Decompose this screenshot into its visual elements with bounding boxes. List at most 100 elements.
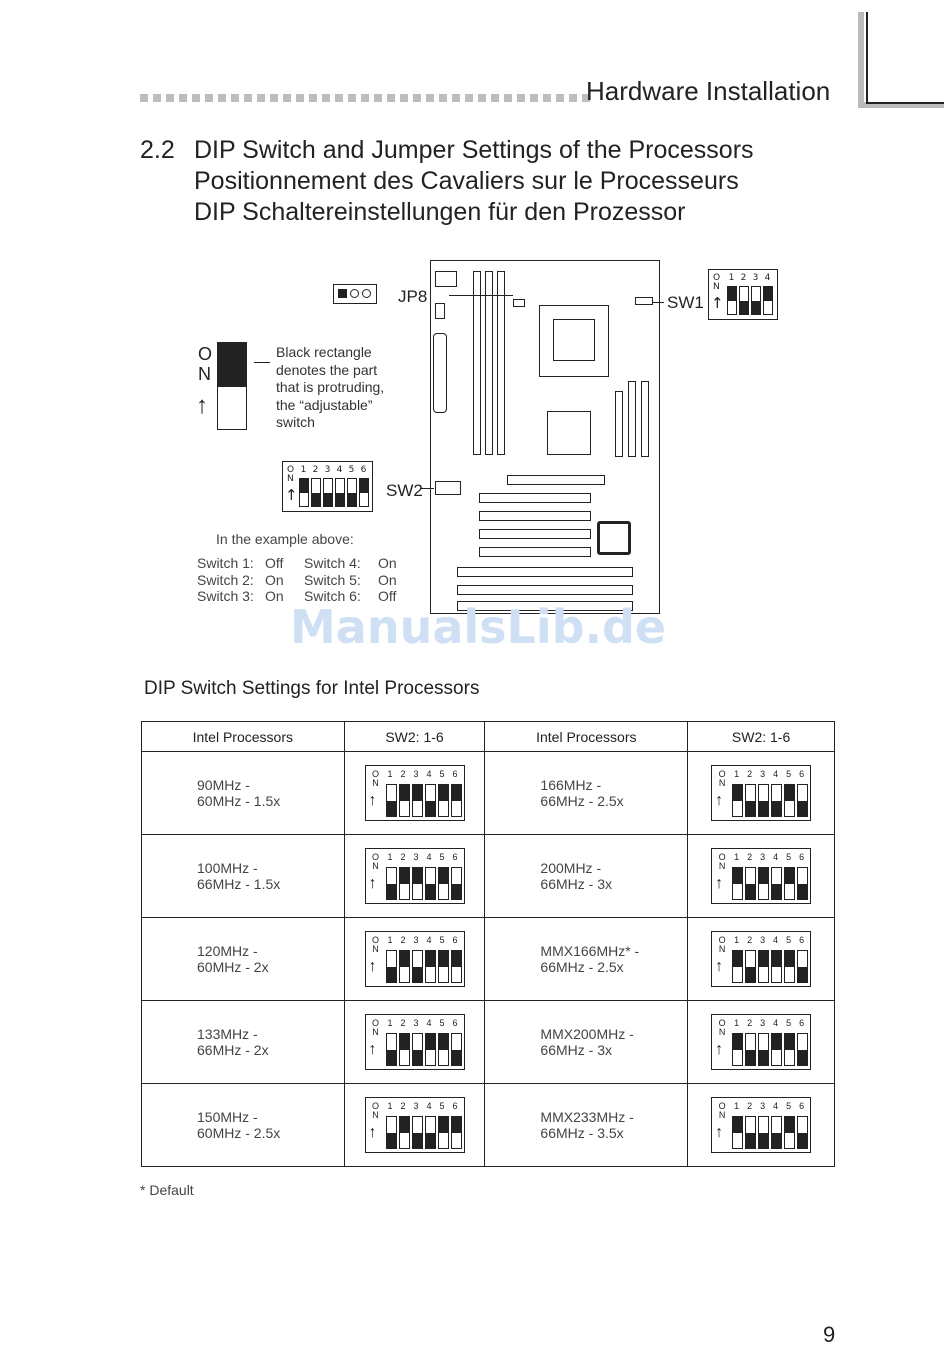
legend-line: Black rectangle xyxy=(276,344,372,360)
switch-knob xyxy=(360,479,368,493)
switch-cells xyxy=(385,1033,462,1066)
switch-cell xyxy=(411,784,423,817)
switch-cell xyxy=(758,1033,770,1066)
switch-knob xyxy=(798,1049,808,1065)
switch-knob xyxy=(759,1049,769,1065)
up-arrow-icon: ↑ xyxy=(285,486,298,504)
switch-cell xyxy=(758,867,770,900)
dot xyxy=(166,94,174,102)
watermark: ManualsLib.de xyxy=(290,600,667,654)
switch-number: 6 xyxy=(452,769,458,779)
legend-pointer-line xyxy=(254,362,270,363)
processor-ratio: 66MHz - 2.5x xyxy=(540,793,624,809)
processor-cell: 150MHz -60MHz - 2.5x xyxy=(141,1083,345,1167)
switch-number: 4 xyxy=(773,935,779,945)
example-switch-value: On xyxy=(265,571,284,588)
switch-cell xyxy=(732,1116,744,1149)
cpu-chip xyxy=(553,319,595,361)
switch-knob xyxy=(425,800,435,816)
dot xyxy=(478,94,486,102)
processor-label: 200MHz -66MHz - 3x xyxy=(485,860,687,892)
dot xyxy=(257,94,265,102)
switch-cell xyxy=(797,784,809,817)
example-switch-label: Switch 2: xyxy=(197,571,254,588)
on-letter: N xyxy=(372,778,379,788)
switch-number: 5 xyxy=(786,935,792,945)
switch-knob xyxy=(752,300,760,314)
up-arrow-icon: ↑ xyxy=(368,792,377,809)
dot xyxy=(283,94,291,102)
on-letter-n: N xyxy=(713,282,720,292)
processor-cell: MMX233MHz -66MHz - 3.5x xyxy=(484,1083,689,1167)
switch-knob xyxy=(759,800,769,816)
switch-number: 4 xyxy=(773,852,779,862)
dot xyxy=(569,94,577,102)
switch-knob xyxy=(772,1034,782,1050)
switch-knob xyxy=(412,785,422,801)
switch-knob xyxy=(746,883,756,899)
on-legend-letters: O N xyxy=(198,344,212,384)
switch-knob xyxy=(798,800,808,816)
dot xyxy=(244,94,252,102)
switch-cells xyxy=(732,784,809,817)
corner-bar-horizontal xyxy=(864,102,944,108)
switch-cell xyxy=(323,478,333,507)
sw1-switch-cells xyxy=(727,286,773,315)
switch-number: 4 xyxy=(426,1018,432,1028)
switch-cell xyxy=(437,950,449,983)
table-title: DIP Switch Settings for Intel Processors xyxy=(144,678,480,699)
on-letter: N xyxy=(372,1027,379,1037)
up-arrow-icon: ↑ xyxy=(368,1041,377,1058)
up-arrow-icon: ↑ xyxy=(368,1124,377,1141)
switch-cell xyxy=(771,867,783,900)
corner-line-vertical xyxy=(866,12,868,104)
on-letter: N xyxy=(718,944,726,954)
cache-slot xyxy=(641,381,649,457)
up-arrow-icon: ↑ xyxy=(715,875,724,892)
switch-number: 2 xyxy=(747,769,753,779)
switch-knob xyxy=(772,951,782,967)
switch-number: 3 xyxy=(752,273,759,283)
switch-knob xyxy=(399,868,409,884)
switch-cell xyxy=(732,1033,744,1066)
switch-knob xyxy=(425,883,435,899)
switch-knob xyxy=(438,1034,448,1050)
processor-speed: 100MHz - xyxy=(197,860,258,876)
expansion-slot xyxy=(479,547,591,557)
switch-cell xyxy=(758,950,770,983)
processor-ratio: 66MHz - 2x xyxy=(197,1042,269,1058)
switch-knob xyxy=(746,966,756,982)
isa-slot xyxy=(457,585,633,595)
switch-knob xyxy=(324,492,332,506)
switch-knob xyxy=(399,951,409,967)
on-letter: N xyxy=(718,1027,726,1037)
page-number: 9 xyxy=(823,1322,836,1347)
on-letter: O xyxy=(718,852,726,862)
example-switch-label: Switch 1: xyxy=(197,555,254,571)
switch-number: 1 xyxy=(734,1101,740,1111)
switch-number: 4 xyxy=(426,1101,432,1111)
example-switch-value: Off xyxy=(265,555,284,571)
switch-number: 1 xyxy=(300,465,307,475)
switch-cell xyxy=(751,286,761,315)
switch-cell xyxy=(732,950,744,983)
switch-cell xyxy=(437,1116,449,1149)
example-switch-value: Off xyxy=(378,588,397,604)
footnote: * Default xyxy=(140,1182,194,1198)
processor-cell: 166MHz -66MHz - 2.5x xyxy=(484,751,689,835)
header-title: Hardware Installation xyxy=(586,76,831,106)
switch-number: 4 xyxy=(426,935,432,945)
processor-cell: 120MHz -60MHz - 2x xyxy=(141,917,345,1001)
switch-knob xyxy=(438,785,448,801)
switch-cell xyxy=(424,867,436,900)
